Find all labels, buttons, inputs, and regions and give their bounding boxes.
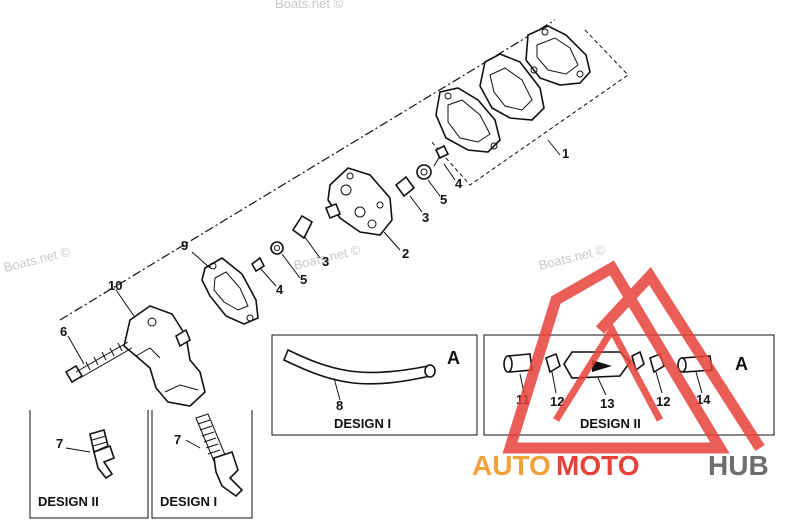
watermark-right: Boats.net © <box>537 242 607 273</box>
logo-text-hub: HUB <box>708 450 769 481</box>
logo-text-moto: MOTO <box>556 450 639 481</box>
callout-9: 9 <box>181 238 188 253</box>
design-2-fitting-box <box>29 410 149 519</box>
pump-body <box>324 167 393 236</box>
filter-design-label: DESIGN II <box>580 416 641 431</box>
callout-2: 2 <box>402 246 409 261</box>
gasket-group-bracket <box>429 29 629 186</box>
hose-design-label: DESIGN I <box>334 416 391 431</box>
check-valve-upper <box>394 175 416 198</box>
spring-fitting-design-1 <box>195 413 244 498</box>
washer-upper <box>416 164 432 180</box>
elbow-fitting <box>123 305 206 407</box>
callout-12-left: 12 <box>550 394 564 409</box>
callout-5-right: 5 <box>440 192 447 207</box>
filter-box <box>483 334 775 436</box>
assembly-axis-line <box>59 19 556 321</box>
gasket-large-1 <box>525 25 591 86</box>
watermark-top: Boats.net © <box>275 0 344 11</box>
leader-lines <box>65 139 703 453</box>
callout-7-design-2: 7 <box>56 436 63 451</box>
callout-13: 13 <box>600 396 614 411</box>
callout-14: 14 <box>696 392 711 407</box>
fitting-design-1-label: DESIGN I <box>160 494 217 509</box>
callout-4-left: 4 <box>276 282 284 297</box>
check-valve-lower <box>291 214 314 240</box>
callout-3-right: 3 <box>422 210 429 225</box>
callout-1: 1 <box>562 146 569 161</box>
callout-4-right: 4 <box>455 176 463 191</box>
logo-text-auto: AUTO <box>472 450 551 481</box>
long-screw <box>64 341 133 384</box>
hose-box <box>271 334 478 436</box>
straight-fitting-design-2 <box>89 429 115 480</box>
automotohub-logo <box>502 260 765 454</box>
gasket-large-2 <box>479 53 545 121</box>
design-1-fitting-box <box>151 410 253 519</box>
screw-upper <box>433 144 450 167</box>
filter-ref-letter: A <box>735 354 748 374</box>
gasket-large-3 <box>435 87 501 153</box>
callout-7-design-1: 7 <box>174 432 181 447</box>
callout-12-right: 12 <box>656 394 670 409</box>
watermark-left: Boats.net © <box>2 244 72 275</box>
callout-3-left: 3 <box>322 254 329 269</box>
washer-lower <box>270 241 284 255</box>
screw-lower <box>250 256 266 273</box>
gasket-small <box>201 257 259 325</box>
hose <box>282 348 436 385</box>
callout-6: 6 <box>60 324 67 339</box>
callout-5-left: 5 <box>300 272 307 287</box>
fitting-design-2-label: DESIGN II <box>38 494 99 509</box>
callout-8: 8 <box>336 398 343 413</box>
callout-10: 10 <box>108 278 122 293</box>
hose-ref-letter: A <box>447 348 460 368</box>
